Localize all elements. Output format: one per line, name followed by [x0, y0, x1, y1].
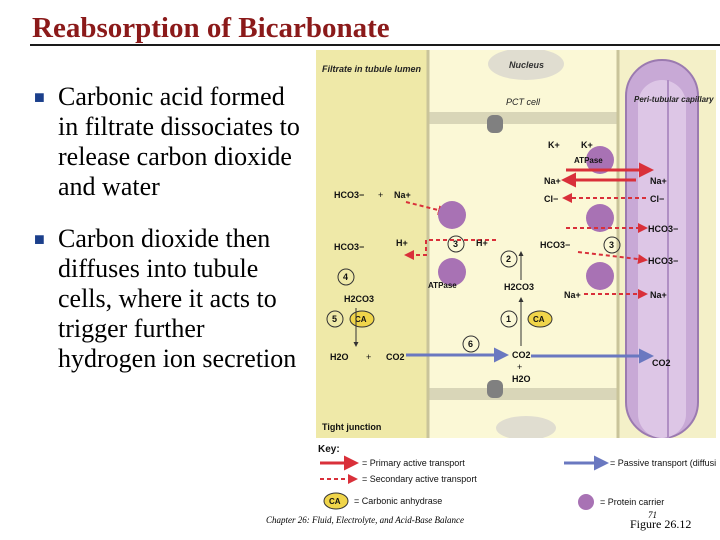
bullet-list: ■ Carbonic acid formed in filtrate disso… — [34, 82, 304, 396]
hco3-cap2-label: HCO3− — [648, 256, 678, 266]
h2o-lumen-label: H2O — [330, 352, 349, 362]
lower-cell-divider — [428, 388, 618, 400]
key-carrier-swatch — [578, 494, 594, 510]
bullet-item: ■ Carbonic acid formed in filtrate disso… — [34, 82, 304, 202]
protein-carrier — [586, 146, 614, 174]
co2-cell-label: CO2 — [512, 350, 531, 360]
step-6-circle — [462, 335, 480, 353]
step-3b-label: 3 — [453, 239, 458, 249]
atpase2-label: ATPase — [428, 281, 457, 290]
filtrate-label: Filtrate in tubule lumen — [322, 64, 422, 74]
ca-cell-label: CA — [533, 315, 545, 324]
tight-junction-lower — [487, 380, 503, 398]
step-3-circle — [603, 236, 621, 254]
na-cell2-label: Na+ — [564, 290, 581, 300]
co2-lumen-label: CO2 — [386, 352, 405, 362]
protein-carrier — [586, 204, 614, 232]
h2co3-lumen-label: H2CO3 — [344, 294, 374, 304]
na-cap-label: Na+ — [650, 176, 667, 186]
key-primary-label: = Primary active transport — [362, 458, 465, 468]
na-cell-label: Na+ — [544, 176, 561, 186]
tight-junction-label: Tight junction — [322, 422, 381, 432]
key-secondary-label: = Secondary active transport — [362, 474, 477, 484]
step-3-label: 3 — [609, 240, 614, 250]
na-cap2-label: Na+ — [650, 290, 667, 300]
hco3-cap-label: HCO3− — [648, 224, 678, 234]
bullet-text: Carbonic acid formed in filtrate dissoci… — [58, 82, 300, 201]
cl-cap-label: Cl− — [650, 194, 664, 204]
step-3b-circle — [447, 235, 465, 253]
lower-nucleus-shape — [496, 416, 556, 440]
hco3-lumen-label: HCO3− — [334, 190, 364, 200]
nucleus-label: Nucleus — [509, 60, 544, 70]
co2-cap-label: CO2 — [652, 358, 671, 368]
figure-reference: Figure 26.12 — [630, 517, 692, 531]
protein-carrier — [438, 201, 466, 229]
hco3-cell-label: HCO3− — [540, 240, 570, 250]
step-1-circle — [500, 310, 518, 328]
tight-junction-upper — [487, 115, 503, 133]
upper-cell-divider — [428, 112, 618, 124]
step-2-label: 2 — [506, 254, 511, 264]
step-6-label: 6 — [468, 339, 473, 349]
ca-cell-badge — [527, 310, 553, 328]
secondary-arrow — [404, 239, 496, 260]
key-ca-label: = Carbonic anhydrase — [354, 496, 442, 506]
hco3-lumen2-label: HCO3− — [334, 242, 364, 252]
na-lumen-label: Na+ — [394, 190, 411, 200]
key-carrier-label: = Protein carrier — [600, 497, 664, 507]
cl-cell-label: Cl− — [544, 194, 558, 204]
protein-carrier — [438, 258, 466, 286]
key-ca-swatch — [323, 492, 349, 510]
ca-lumen-label: CA — [355, 315, 367, 324]
key-passive-label: = Passive transport (diffusion) — [610, 458, 716, 468]
bullet-square-icon: ■ — [34, 87, 45, 107]
bullet-text: Carbon dioxide then diffuses into tubule… — [58, 224, 297, 373]
plus-cell-label: + — [517, 362, 522, 372]
h2o-cell-label: H2O — [512, 374, 531, 384]
step-4-circle — [337, 268, 355, 286]
slide-title: Reabsorption of Bicarbonate — [32, 12, 390, 44]
step-1-label: 1 — [506, 314, 511, 324]
page-number: 71 — [648, 510, 657, 520]
atpase-label: ATPase — [574, 156, 603, 165]
key-ca-badge-label: CA — [329, 497, 341, 506]
bullet-item: ■ Carbon dioxide then diffuses into tubu… — [34, 224, 304, 374]
bullet-square-icon: ■ — [34, 229, 45, 249]
pct-cell-label: PCT cell — [506, 97, 541, 107]
step-2-circle — [500, 250, 518, 268]
title-rule — [30, 44, 720, 46]
step-5-circle — [326, 310, 344, 328]
step-4-label: 4 — [343, 272, 348, 282]
k-left-label: K+ — [548, 140, 560, 150]
key-background — [316, 438, 716, 520]
nucleus-shape — [488, 50, 564, 80]
bicarbonate-reabsorption-figure: Nucleus Filtrate in tubule lumen PCT cel… — [316, 50, 716, 520]
h-cell-label: H+ — [476, 238, 488, 248]
h-lumen-label: H+ — [396, 238, 408, 248]
step-5-label: 5 — [332, 314, 337, 324]
plus-label: + — [378, 190, 383, 200]
secondary-arrow — [577, 251, 648, 265]
k-right-label: K+ — [581, 140, 593, 150]
h2co3-cell-label: H2CO3 — [504, 282, 534, 292]
protein-carrier — [586, 262, 614, 290]
key-title: Key: — [318, 444, 340, 455]
filtrate-lumen-region — [316, 50, 428, 438]
plus-lumen-label: + — [366, 352, 371, 362]
footer-chapter: Chapter 26: Fluid, Electrolyte, and Acid… — [266, 515, 464, 525]
capillary-label: Peri-tubular capillary — [634, 95, 714, 104]
